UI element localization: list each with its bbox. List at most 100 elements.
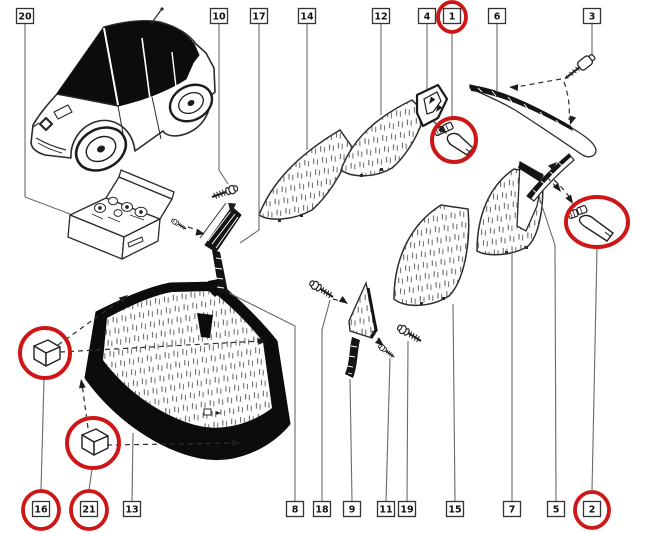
callout-9[interactable]: 9 xyxy=(342,500,362,518)
glass-hatch xyxy=(394,205,469,306)
b-pillar-line xyxy=(141,37,151,100)
leader-line-20 xyxy=(24,24,71,215)
callout-box-3[interactable] xyxy=(582,7,602,25)
glass-clip xyxy=(420,302,423,305)
antenna-tip xyxy=(160,7,164,11)
glass-clip xyxy=(525,246,528,249)
glass-clip xyxy=(380,168,383,171)
callout-number-17: 17 xyxy=(252,12,265,23)
callout-21[interactable]: 21 xyxy=(79,500,99,518)
callout-18[interactable]: 18 xyxy=(312,500,332,518)
highlight-circle-label-21 xyxy=(69,489,109,531)
rear-door-seam xyxy=(151,96,162,140)
callout-box-8[interactable] xyxy=(285,500,305,518)
channel-strip-hatch xyxy=(346,345,358,375)
callout-box-9[interactable] xyxy=(342,500,362,518)
callout-box-4[interactable] xyxy=(417,7,437,25)
fitting-kit-box[interactable] xyxy=(67,169,175,260)
glass-clip xyxy=(360,174,363,177)
callout-number-4: 4 xyxy=(424,12,431,23)
callout-2[interactable]: 2 xyxy=(582,500,602,518)
molding-top-band xyxy=(470,85,573,131)
highlight-circle-label-2 xyxy=(573,490,611,530)
c-pillar-line xyxy=(171,51,177,88)
quarter-glass-triangle[interactable] xyxy=(345,280,378,378)
callout-box-10[interactable] xyxy=(209,7,229,25)
callout-19[interactable]: 19 xyxy=(397,500,417,518)
callout-box-16[interactable] xyxy=(31,500,51,518)
glass-hatch xyxy=(341,100,425,176)
highlight-circles xyxy=(18,0,630,531)
grommet-screw[interactable] xyxy=(561,52,596,83)
rear-clip[interactable] xyxy=(567,204,614,242)
callout-11[interactable]: 11 xyxy=(376,500,396,518)
mirror-mount-bracket xyxy=(197,313,213,338)
callout-15[interactable]: 15 xyxy=(445,500,465,518)
rear-door-glass-left[interactable] xyxy=(393,204,470,307)
callout-box-7[interactable] xyxy=(502,500,522,518)
pillar-top-band xyxy=(518,162,543,182)
channel-lower-tail xyxy=(212,250,228,292)
callout-7[interactable]: 7 xyxy=(502,500,522,518)
callout-number-21: 21 xyxy=(82,505,95,516)
callout-1[interactable]: 1 xyxy=(442,7,462,25)
callout-8[interactable]: 8 xyxy=(285,500,305,518)
callout-3[interactable]: 3 xyxy=(582,7,602,25)
highlight-circle-label-16 xyxy=(21,489,61,531)
callout-16[interactable]: 16 xyxy=(31,500,51,518)
leader-line-8 xyxy=(228,292,296,501)
a-pillar-line xyxy=(103,27,119,106)
trim-hatch xyxy=(532,162,565,195)
callout-4[interactable]: 4 xyxy=(417,7,437,25)
leader-line-9 xyxy=(349,378,353,502)
lower-grille-line xyxy=(35,137,67,151)
roof-molding-strip[interactable] xyxy=(469,84,597,158)
callout-box-19[interactable] xyxy=(397,500,417,518)
callout-box-17[interactable] xyxy=(249,7,269,25)
callout-box-12[interactable] xyxy=(371,7,391,25)
callout-number-6: 6 xyxy=(494,12,501,23)
callout-box-15[interactable] xyxy=(445,500,465,518)
callout-number-1: 1 xyxy=(449,12,456,23)
front-door-glass-right[interactable] xyxy=(340,99,426,177)
windshield-glass[interactable] xyxy=(84,279,291,461)
callout-box-2[interactable] xyxy=(582,500,602,518)
callout-box-5[interactable] xyxy=(546,500,566,518)
callout-box-20[interactable] xyxy=(15,7,35,25)
callout-14[interactable]: 14 xyxy=(297,7,317,25)
callout-number-19: 19 xyxy=(400,505,413,516)
callout-12[interactable]: 12 xyxy=(371,7,391,25)
callout-5[interactable]: 5 xyxy=(546,500,566,518)
windshield-glass-hatch xyxy=(103,291,272,428)
box-lid-edge xyxy=(118,169,175,200)
callout-box-21[interactable] xyxy=(79,500,99,518)
highlight-circle-rear-clip xyxy=(564,195,630,249)
leader-line-16 xyxy=(40,378,45,491)
callout-number-5: 5 xyxy=(553,505,560,516)
quarter-trim-strip[interactable] xyxy=(516,153,575,232)
callout-box-14[interactable] xyxy=(297,7,317,25)
callout-box-18[interactable] xyxy=(312,500,332,518)
callout-13[interactable]: 13 xyxy=(122,500,142,518)
callout-10[interactable]: 10 xyxy=(209,7,229,25)
callout-box-1[interactable] xyxy=(442,7,462,25)
box-handle-slot xyxy=(127,236,144,248)
door-run-channel[interactable] xyxy=(199,202,242,292)
callout-box-6[interactable] xyxy=(487,7,507,25)
callout-number-12: 12 xyxy=(374,12,387,23)
leader-line-2 xyxy=(591,247,598,492)
callout-number-8: 8 xyxy=(292,505,299,516)
callout-box-13[interactable] xyxy=(122,500,142,518)
headlight-left xyxy=(32,122,40,128)
leader-line-15 xyxy=(452,303,456,502)
callout-17[interactable]: 17 xyxy=(249,7,269,25)
callout-6[interactable]: 6 xyxy=(487,7,507,25)
glass-clip xyxy=(278,219,281,222)
glass-clip xyxy=(505,251,508,254)
highlight-circle-spacer-block-lower xyxy=(65,416,121,470)
callout-20[interactable]: 20 xyxy=(15,7,35,25)
corner-bracket[interactable] xyxy=(415,83,449,128)
leader-line-19 xyxy=(406,340,409,502)
callout-box-11[interactable] xyxy=(376,500,396,518)
